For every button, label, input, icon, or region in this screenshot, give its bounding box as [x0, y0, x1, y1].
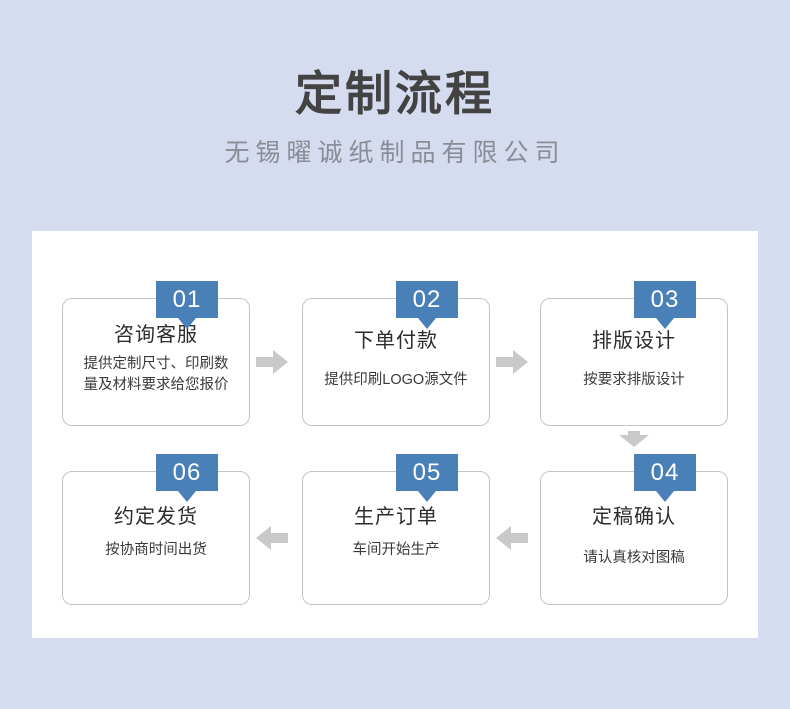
flow-step-badge-03: 03 [634, 281, 696, 329]
flow-step-badge-06: 06 [156, 454, 218, 502]
flow-step-desc-03: 按要求排版设计 [583, 372, 685, 388]
page-title: 定制流程 [295, 67, 495, 120]
flow-step-desc-05: 车间开始生产 [352, 542, 440, 558]
flow-step-title-01: 咨询客服 [114, 324, 198, 346]
flow-step-desc-01: 提供定制尺寸、印刷数量及材料要求给您报价 [83, 356, 229, 394]
flow-step-title-03: 排版设计 [592, 330, 676, 352]
flow-step-badge-05: 05 [396, 454, 458, 502]
flow-step-desc-04: 请认真核对图稿 [583, 550, 685, 566]
arrow-down-icon-step3-to-step4 [619, 431, 649, 447]
flow-step-card-01[interactable]: 咨询客服 提供定制尺寸、印刷数量及材料要求给您报价 [62, 298, 250, 426]
flow-step-title-05: 生产订单 [354, 506, 438, 528]
flow-step-title-04: 定稿确认 [592, 506, 676, 528]
header: 定制流程 无锡曜诚纸制品有限公司 [0, 0, 790, 168]
flow-step-badge-01: 01 [156, 281, 218, 329]
arrow-right-icon-step1-to-step2 [256, 350, 288, 374]
flow-step-desc-02: 提供印刷LOGO源文件 [324, 372, 468, 388]
flow-step-title-02: 下单付款 [354, 330, 438, 352]
flow-step-desc-06: 按协商时间出货 [105, 542, 207, 558]
flow-step-title-06: 约定发货 [114, 506, 198, 528]
flow-step-card-06[interactable]: 约定发货 按协商时间出货 [62, 471, 250, 605]
flow-panel: 咨询客服 提供定制尺寸、印刷数量及材料要求给您报价 01 下单付款 提供印刷LO… [32, 231, 758, 638]
flow-step-card-05[interactable]: 生产订单 车间开始生产 [302, 471, 490, 605]
arrow-right-icon-step2-to-step3 [496, 350, 528, 374]
arrow-left-icon-step4-to-step5 [496, 526, 528, 550]
flow-step-card-03[interactable]: 排版设计 按要求排版设计 [540, 298, 728, 426]
flow-step-card-04[interactable]: 定稿确认 请认真核对图稿 [540, 471, 728, 605]
arrow-left-icon-step5-to-step6 [256, 526, 288, 550]
company-subtitle: 无锡曜诚纸制品有限公司 [224, 138, 566, 167]
flow-step-badge-02: 02 [396, 281, 458, 329]
flow-step-badge-04: 04 [634, 454, 696, 502]
